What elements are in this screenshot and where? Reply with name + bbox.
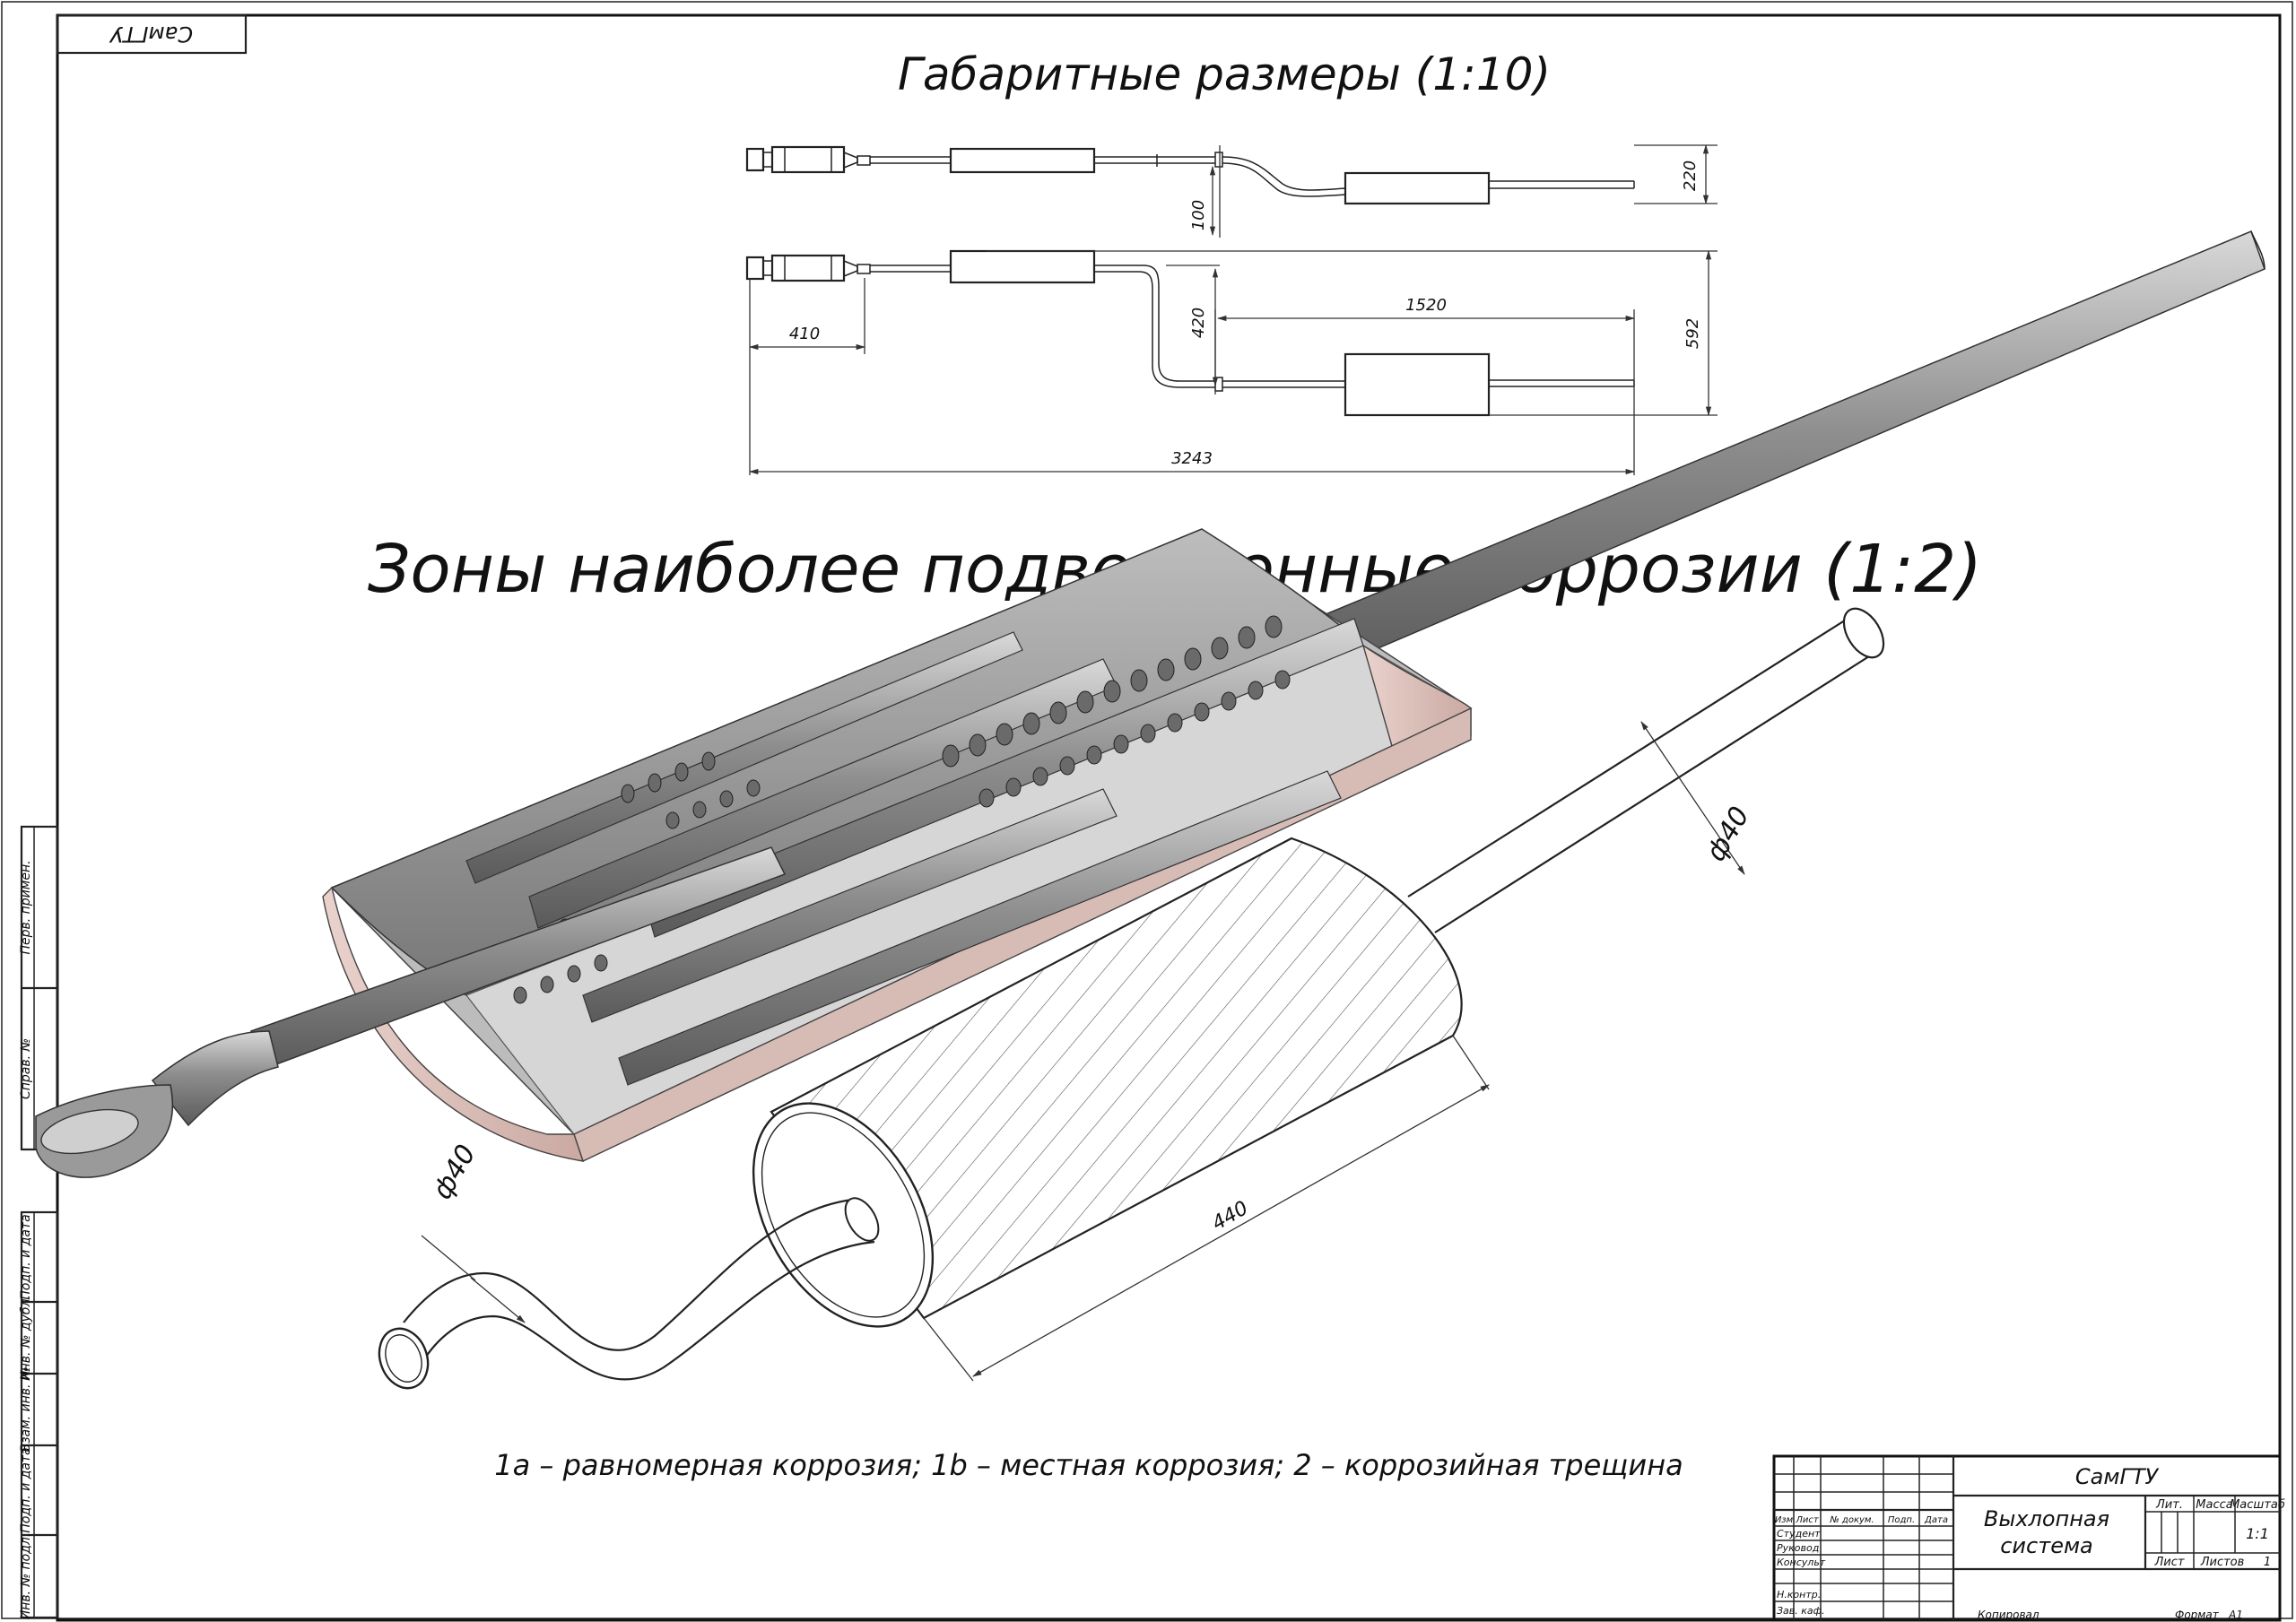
- corner-stamp: СамГТУ: [56, 13, 248, 55]
- dim-100: 100: [1189, 200, 1208, 230]
- muffler-assembly-drawing: [378, 607, 1885, 1390]
- dim-3243: 3243: [1171, 449, 1213, 468]
- tb-role-konsult: Консульт: [1777, 1557, 1826, 1568]
- title-block: [1772, 1454, 2282, 1622]
- tb-lit: Лит.: [2155, 1498, 2183, 1512]
- muffler-cutaway-3d: [35, 230, 2266, 1178]
- tb-col-podp: Подп.: [1888, 1515, 1915, 1525]
- dim-220: 220: [1681, 160, 1700, 191]
- tb-copied: Копировал: [1978, 1609, 2039, 1621]
- tb-sheets: Листов: [2200, 1556, 2245, 1569]
- side-label-inv-dubl: Инв. № дубл.: [19, 1295, 33, 1381]
- tb-scale-value: 1:1: [2246, 1525, 2269, 1542]
- overview-front-view: [745, 249, 1718, 475]
- tb-col-doc: № докум.: [1829, 1515, 1874, 1525]
- tb-role-zavkaf: Зав. каф.: [1777, 1605, 1825, 1617]
- tb-sheet: Лист: [2154, 1556, 2185, 1569]
- tb-scale: Масштаб: [2230, 1498, 2285, 1512]
- tb-col-list: Лист: [1795, 1515, 1820, 1525]
- side-strip-upper: Перв. примен. Справ. №: [19, 825, 59, 1151]
- tb-name-line1: Выхлопная: [1984, 1506, 2109, 1531]
- overview-title: Габаритные размеры (1:10): [898, 48, 1551, 100]
- side-label-inv-podl: Инв. № подл.: [19, 1533, 33, 1620]
- side-label-podp-1: Подп. и дата: [19, 1214, 33, 1299]
- side-label-perv: Перв. примен.: [19, 860, 33, 954]
- tb-name-line2: система: [2000, 1533, 2093, 1558]
- tb-role-student: Студент: [1777, 1528, 1821, 1540]
- dim-410: 410: [789, 325, 820, 343]
- side-label-vzam-inv: Взам. инв. №: [19, 1366, 33, 1452]
- tb-col-izm: Изм: [1775, 1515, 1794, 1525]
- tb-mass: Масса: [2196, 1498, 2232, 1512]
- side-strip-lower: Подп. и дата Инв. № дубл. Взам. инв. № П…: [19, 1210, 59, 1620]
- tb-format-value: А1: [2228, 1609, 2243, 1621]
- tb-col-data: Дата: [1924, 1515, 1948, 1525]
- dim-420: 420: [1189, 308, 1208, 338]
- dim-592: 592: [1683, 318, 1702, 349]
- drawing-frame: [56, 13, 2282, 1622]
- side-label-sprav: Справ. №: [19, 1038, 33, 1099]
- side-label-podp-2: Подп. и дата: [19, 1447, 33, 1532]
- corner-stamp-text: СамГТУ: [109, 22, 194, 47]
- dim-1520: 1520: [1405, 296, 1447, 315]
- dia-top-label: ф40: [1700, 802, 1756, 867]
- tb-format: Формат: [2175, 1609, 2220, 1621]
- tb-sheets-value: 1: [2264, 1556, 2271, 1569]
- tb-role-nkontr: Н.контр.: [1777, 1589, 1821, 1600]
- dia-bottom-label: ф40: [427, 1140, 483, 1205]
- legend-text: 1a – равномерная коррозия; 1b – местная …: [494, 1448, 1683, 1482]
- tb-role-rukovod: Руковод: [1777, 1542, 1819, 1554]
- overview-top-view: [745, 143, 1718, 238]
- tb-org: СамГТУ: [2075, 1464, 2160, 1489]
- length-440-label: 440: [1208, 1197, 1252, 1236]
